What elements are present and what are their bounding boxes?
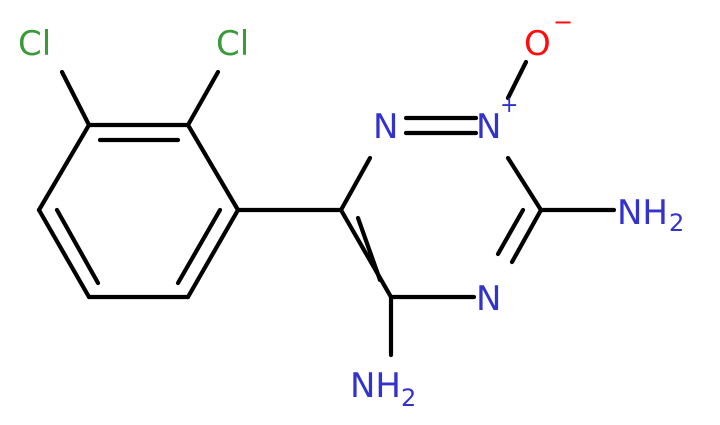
phenyl-ring [36, 122, 241, 300]
bond-c6-n1 [338, 155, 373, 213]
atom-nh2-bottom-subscript: 2 [401, 384, 416, 412]
atom-n1: N [373, 107, 398, 147]
atom-o-charge: − [553, 8, 573, 36]
bond-c3-n4-double [495, 207, 526, 257]
bond-c6-c1 [36, 122, 92, 213]
atom-n2-charge: + [500, 93, 518, 118]
atom-n4: N [476, 279, 501, 319]
atom-o: O [524, 24, 551, 64]
bond-c5-c6 [36, 207, 92, 300]
bond-c2-c3 [185, 122, 241, 213]
bond-c5-c6-inner [54, 207, 101, 286]
atom-cl-right: Cl [216, 24, 249, 64]
bond-c1-cl [59, 69, 92, 128]
bond-n2-o [505, 59, 529, 101]
triazine-ring [338, 115, 544, 300]
atom-nh2-right-subscript: 2 [669, 209, 684, 237]
atom-n2: N [476, 107, 501, 147]
atom-nh2-bottom: NH [350, 366, 401, 406]
bond-c2-cl [185, 69, 221, 128]
bond-c3-c4 [185, 207, 241, 300]
bond-c3-c4-inner [175, 207, 223, 286]
bond-n2-c3 [505, 155, 544, 213]
bond-c3-n4 [509, 207, 544, 265]
atom-cl-left: Cl [18, 24, 51, 64]
bond-c5-c6-double [355, 215, 383, 283]
bond-c5-c6 [338, 207, 394, 300]
atom-nh2-right: NH [617, 193, 668, 233]
